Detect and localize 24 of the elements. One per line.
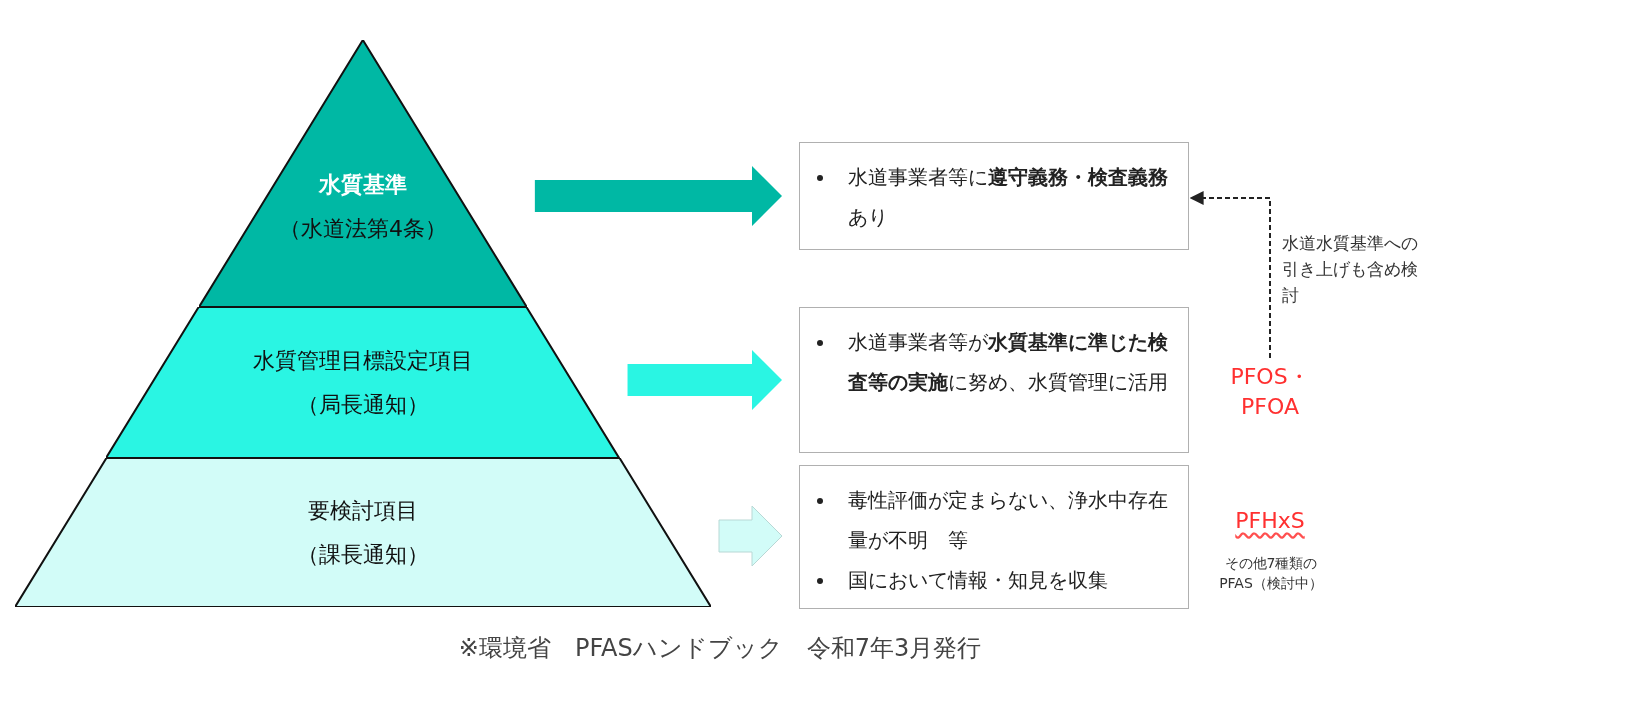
tier-subtitle: （水道法第4条） (279, 214, 447, 243)
pyramid-tier (199, 40, 527, 307)
pyramid-tier (15, 458, 711, 607)
block-arrow (627, 350, 782, 410)
bullet-text: 毒性評価が定まらない、浄水中存在量が不明 等 (848, 488, 1168, 552)
substance-name: PFHxS (1234, 508, 1306, 533)
dashed-arrow (1189, 191, 1271, 359)
block-arrow (534, 166, 782, 226)
tier-title: 要検討項目 (308, 496, 418, 525)
note-text: その他7種類のPFAS（検討中） (1218, 554, 1324, 593)
bullet-text: 水道事業者等に遵守義務・検査義務あり (848, 165, 1168, 229)
note-box (799, 142, 1189, 250)
caption: ※環境省 PFASハンドブック 令和7年3月発行 (457, 633, 983, 664)
bullet-text: 水道事業者等が水質基準に準じた検査等の実施に努め、水質管理に活用 (848, 330, 1168, 394)
tier-subtitle: （課長通知） (297, 540, 429, 569)
block-arrow (718, 505, 783, 567)
pyramid-tier (106, 307, 620, 458)
bullet-text: 国において情報・知見を収集 (848, 568, 1108, 592)
note-box (799, 307, 1189, 453)
substance-name: PFOS・PFOA (1229, 363, 1311, 421)
tier-subtitle: （局長通知） (297, 390, 429, 419)
tier-title: 水質基準 (319, 170, 407, 199)
tier-title: 水質管理目標設定項目 (253, 346, 473, 375)
note-box (799, 465, 1189, 609)
